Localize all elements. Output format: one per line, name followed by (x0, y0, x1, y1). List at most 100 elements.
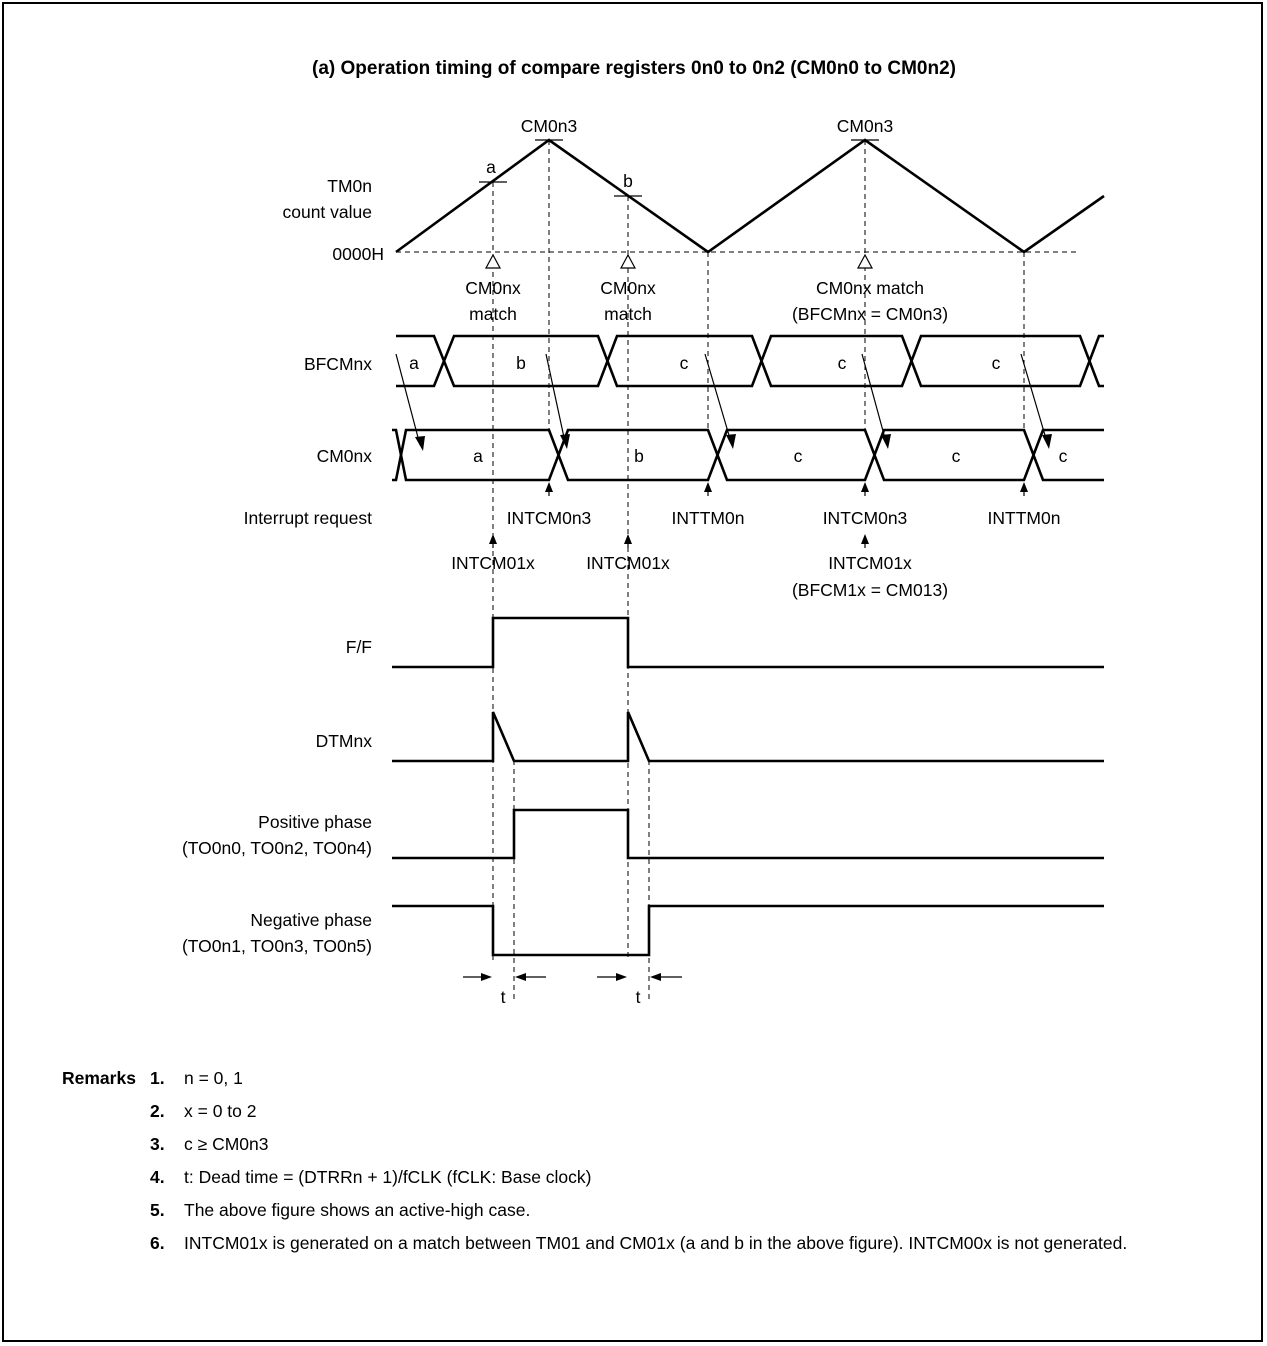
reference-lines (396, 140, 1080, 1000)
match-label-3-sub: (BFCMnx = CM0n3) (792, 304, 948, 324)
remark-number: 1. (150, 1068, 165, 1088)
int-label-inttm0n-1: INTTM0n (672, 508, 745, 528)
int-arrowhead-4 (1020, 482, 1028, 492)
match-label-2: CM0nx (600, 278, 656, 298)
remark-number: 4. (150, 1167, 165, 1187)
match-label-1-sub: match (469, 304, 517, 324)
load-arrowhead-3 (726, 434, 736, 449)
cm0nx-value-2: b (634, 446, 644, 466)
positive-phase-label: Positive phase (258, 812, 372, 832)
remark-text: t: Dead time = (DTRRn + 1)/fCLK (fCLK: B… (184, 1167, 592, 1187)
peak-label-1: CM0n3 (521, 116, 577, 136)
zero-label: 0000H (332, 244, 384, 264)
int-label-intcm0n3-1: INTCM0n3 (507, 508, 592, 528)
load-arrow-4 (861, 353, 887, 443)
load-arrow-3 (704, 353, 732, 443)
bfcm-value-5: c (992, 353, 1001, 373)
remarks-section: Remarks 1. n = 0, 1 2. x = 0 to 2 3. c ≥… (62, 1062, 1262, 1260)
match-triangle-2 (619, 253, 637, 269)
peak-label-2: CM0n3 (837, 116, 893, 136)
bfcm-value-1: a (409, 353, 419, 373)
cm0nx-bus (392, 428, 1104, 482)
int-arrowhead-2 (704, 482, 712, 492)
remark-item-5: 5. The above figure shows an active-high… (62, 1194, 1262, 1227)
int-arrowhead-5 (489, 534, 497, 544)
load-arrows (395, 353, 1052, 451)
int-label-intcm01x-1: INTCM01x (451, 553, 535, 573)
dead-time-label-2: t (636, 987, 641, 1007)
negative-phase-waveform (392, 904, 1104, 957)
cm0nx-value-4: c (952, 446, 961, 466)
tm0n-label: TM0n (327, 176, 372, 196)
ff-label: F/F (346, 637, 372, 657)
cm0nx-label: CM0nx (317, 446, 373, 466)
cm0nx-value-5: c (1059, 446, 1068, 466)
int-arrowhead-1 (545, 482, 553, 492)
remark-item-4: 4. t: Dead time = (DTRRn + 1)/fCLK (fCLK… (62, 1161, 1262, 1194)
positive-phase-outputs: (TO0n0, TO0n2, TO0n4) (182, 838, 372, 858)
interrupt-label: Interrupt request (244, 508, 373, 528)
dead-time-2-left-arrowhead (616, 973, 627, 981)
bfcm-label: BFCMnx (304, 354, 372, 374)
remark-number: 3. (150, 1134, 165, 1154)
dead-time-marker-1 (463, 973, 546, 981)
remark-text: n = 0, 1 (184, 1068, 243, 1088)
remark-number: 5. (150, 1200, 165, 1220)
timing-diagram: (a) Operation timing of compare register… (182, 58, 1105, 1007)
dead-time-marker-2 (597, 973, 682, 981)
negative-phase-label: Negative phase (250, 910, 372, 930)
remark-text: x = 0 to 2 (184, 1101, 257, 1121)
match-triangle-1 (484, 253, 502, 269)
marker-b: b (623, 171, 633, 191)
bfcm-value-4: c (838, 353, 847, 373)
int-label-intcm0n3-2: INTCM0n3 (823, 508, 908, 528)
dead-time-1-left-arrowhead (481, 973, 492, 981)
int-label-inttm0n-2: INTTM0n (988, 508, 1061, 528)
load-arrow-5 (1020, 353, 1048, 443)
marker-a: a (486, 157, 496, 177)
load-arrowhead-1 (415, 436, 425, 451)
negative-phase-outputs: (TO0n1, TO0n3, TO0n5) (182, 936, 372, 956)
load-arrow-2 (545, 353, 566, 443)
load-arrowhead-2 (560, 434, 570, 449)
tm0n-count-waveform (395, 138, 1105, 254)
int-arrowhead-7 (861, 534, 869, 544)
dtm-label: DTMnx (316, 731, 373, 751)
match-label-1: CM0nx (465, 278, 521, 298)
cm0nx-bus-top-edge (392, 428, 1104, 482)
bfcm-value-2: b (516, 353, 526, 373)
cm0nx-bus-bottom-edge (392, 428, 1104, 482)
int-label-intcm01x-3: INTCM01x (828, 553, 912, 573)
int-label-intcm01x-2: INTCM01x (586, 553, 670, 573)
int-arrowhead-3 (861, 482, 869, 492)
interrupt-arrows (489, 482, 1028, 548)
bfcm-bus (396, 334, 1104, 388)
dtm-waveform (392, 711, 1104, 763)
remark-item-2: 2. x = 0 to 2 (62, 1095, 1262, 1128)
remark-item-1: Remarks 1. n = 0, 1 (62, 1062, 1262, 1095)
match-label-3: CM0nx match (816, 278, 924, 298)
dead-time-label-1: t (501, 987, 506, 1007)
remark-item-3: 3. c ≥ CM0n3 (62, 1128, 1262, 1161)
remarks-heading: Remarks (62, 1068, 136, 1088)
match-label-2-sub: match (604, 304, 652, 324)
ff-waveform (392, 616, 1104, 669)
dead-time-1-right-arrowhead (515, 973, 526, 981)
diagram-title: (a) Operation timing of compare register… (312, 58, 956, 79)
remark-text: The above figure shows an active-high ca… (184, 1200, 531, 1220)
tm0n-sublabel: count value (282, 202, 372, 222)
positive-phase-waveform (392, 808, 1104, 860)
load-arrow-1 (395, 353, 421, 446)
remark-text: INTCM01x is generated on a match between… (184, 1233, 1128, 1253)
int-arrowhead-6 (624, 534, 632, 544)
match-triangle-3 (856, 253, 874, 269)
cm0nx-value-1: a (473, 446, 483, 466)
bfcm-value-3: c (680, 353, 689, 373)
remark-item-6: 6. INTCM01x is generated on a match betw… (62, 1227, 1262, 1260)
remark-number: 6. (150, 1233, 165, 1253)
dead-time-2-right-arrowhead (650, 973, 661, 981)
int-label-intcm01x-3-note: (BFCM1x = CM013) (792, 580, 948, 600)
load-arrowhead-4 (881, 434, 891, 449)
cm0nx-value-3: c (794, 446, 803, 466)
